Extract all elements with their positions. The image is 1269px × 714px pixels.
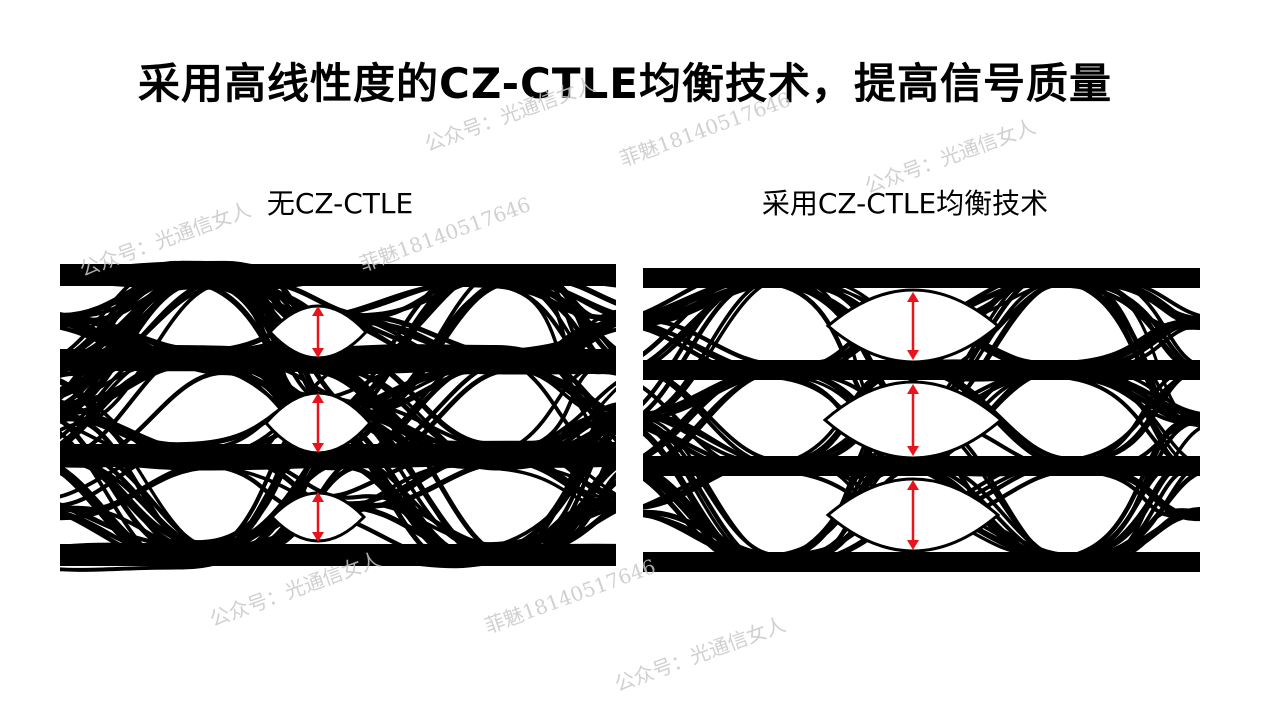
eye-without-ctle-arrow-head-down	[312, 443, 324, 453]
eye-without-ctle-trace	[60, 316, 616, 561]
eye-without-ctle-eye-height-arrows	[312, 306, 324, 542]
eye-with-ctle-trace	[643, 363, 1200, 561]
eye-label-with-ctle: 采用CZ-CTLE均衡技术	[761, 187, 1049, 220]
eye-with-ctle-trace	[643, 468, 1200, 570]
eye-with-ctle-trace	[643, 321, 1200, 374]
eye-without-ctle-trace	[60, 319, 616, 570]
eye-with-ctle-trace	[643, 281, 1200, 565]
eye-without-ctle-arrow-head-up	[312, 393, 324, 403]
eye-with-ctle-trace	[643, 277, 1200, 422]
eye-without-ctle-trace	[60, 309, 616, 440]
eye-with-ctle-arrow-head-down	[907, 446, 919, 456]
eye-without-ctle-trace	[60, 271, 616, 417]
eye-without-ctle-trace	[60, 271, 616, 362]
eye-without-ctle-trace	[60, 352, 616, 567]
eye-with-ctle-arrow-head-up	[907, 384, 919, 394]
eye-without-ctle-trace	[60, 320, 616, 546]
eye-without-ctle-traces	[60, 260, 616, 572]
eye-diagram-without-ctle	[60, 240, 616, 585]
eye-without-ctle-arrow-head-up	[312, 306, 324, 316]
eye-without-ctle-trace	[60, 262, 616, 458]
watermark-account: 公众号：光通信女人	[611, 612, 789, 697]
eye-without-ctle-trace	[60, 264, 616, 560]
eye-without-ctle-arrow-head-down	[312, 532, 324, 542]
eye-without-ctle-arrow-head-up	[312, 492, 324, 502]
slide-title: 采用高线性度的CZ-CTLE均衡技术，提高信号质量	[138, 59, 1112, 108]
eye-with-ctle-trace	[643, 269, 1200, 316]
eye-with-ctle-arrow-head-down	[907, 350, 919, 360]
eye-with-ctle-trace	[643, 373, 1200, 570]
eye-with-ctle-trace	[643, 366, 1200, 569]
eye-with-ctle-trace	[643, 460, 1200, 567]
eye-with-ctle-arrow-head-down	[907, 540, 919, 550]
eye-without-ctle-trace	[60, 260, 616, 549]
eye-with-ctle-trace	[643, 413, 1200, 473]
eye-without-ctle-trace	[60, 355, 616, 452]
eye-without-ctle-trace	[60, 283, 616, 556]
eye-with-ctle-arrow-head-up	[907, 480, 919, 490]
eye-with-ctle-trace	[643, 369, 1200, 566]
eye-with-ctle-arrow-head-up	[907, 292, 919, 302]
eye-with-ctle-trace	[643, 269, 1200, 423]
eye-without-ctle-trace	[60, 281, 616, 458]
eye-without-ctle-trace	[60, 416, 616, 555]
eye-without-ctle-trace	[60, 265, 616, 418]
eye-with-ctle-trace	[643, 279, 1200, 558]
eye-with-ctle-traces	[643, 268, 1200, 572]
eye-with-ctle-trace	[643, 271, 1200, 563]
eye-without-ctle-arrow-head-down	[312, 348, 324, 358]
eye-with-ctle-eye-height-arrows	[907, 292, 919, 550]
eye-without-ctle-trace	[60, 265, 616, 559]
eye-without-ctle-trace	[60, 260, 616, 374]
eye-with-ctle-trace	[643, 279, 1200, 407]
eye-with-ctle-trace	[643, 364, 1200, 425]
eye-without-ctle-trace	[60, 275, 616, 559]
eye-with-ctle-trace	[643, 276, 1200, 569]
eye-with-ctle-trace	[643, 366, 1200, 467]
eye-with-ctle-trace	[643, 373, 1200, 571]
eye-diagram-with-ctle-canvas	[643, 268, 1200, 572]
eye-diagram-without-ctle-canvas	[60, 260, 616, 572]
eye-label-without-ctle: 无CZ-CTLE	[266, 187, 414, 220]
eye-without-ctle-trace	[60, 411, 616, 471]
eye-diagram-with-ctle	[643, 240, 1200, 585]
eye-with-ctle-trace	[643, 323, 1200, 509]
eye-with-ctle-trace	[643, 282, 1200, 468]
eye-without-ctle-trace	[60, 273, 616, 564]
eye-with-ctle-trace	[643, 431, 1200, 568]
eye-without-ctle-trace	[60, 456, 616, 565]
